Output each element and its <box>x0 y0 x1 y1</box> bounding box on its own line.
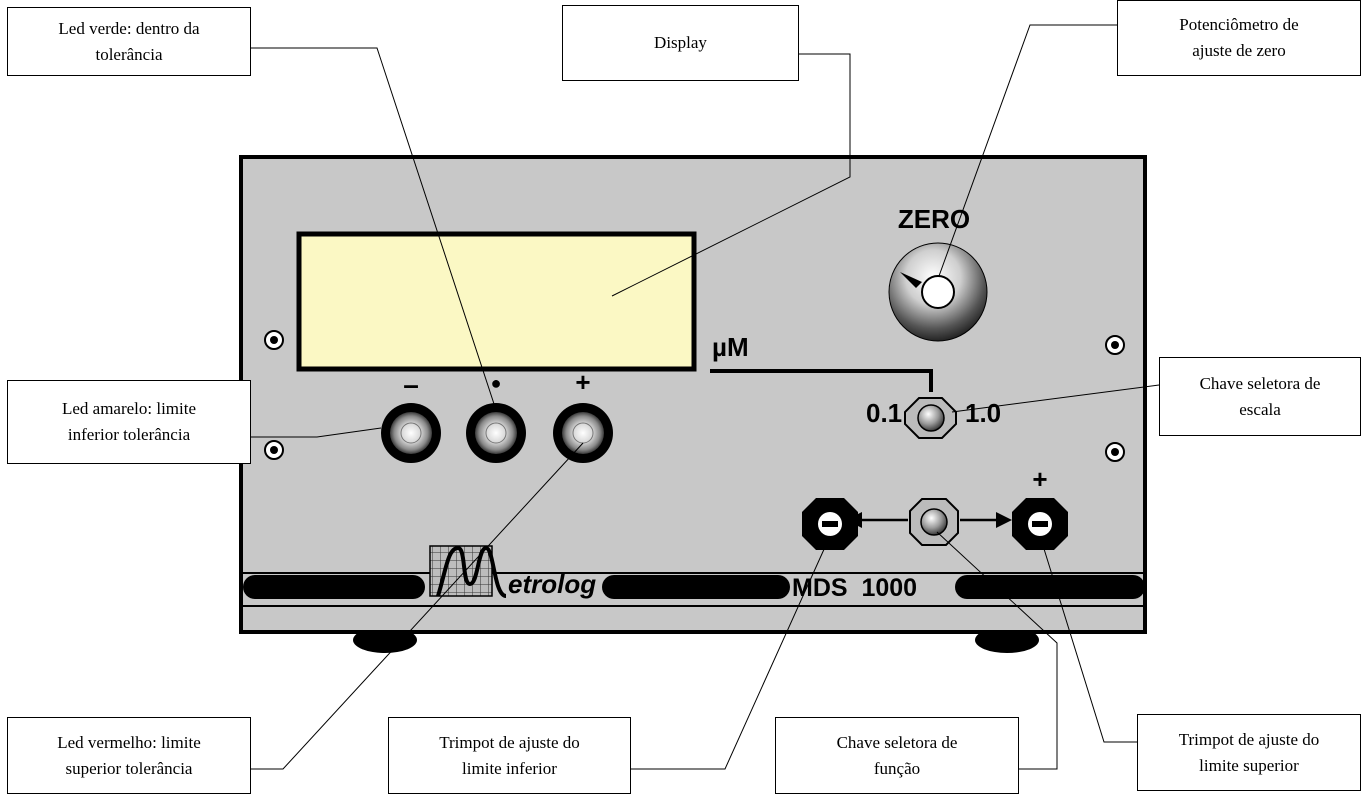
function-toggle-switch[interactable] <box>910 499 958 545</box>
callout-scale-switch: Chave seletora de escala <box>1159 357 1361 436</box>
trimpot-upper[interactable] <box>1012 498 1068 550</box>
screw-icon <box>1106 443 1124 461</box>
screw-icon <box>265 331 283 349</box>
led-minus-label: – <box>403 369 419 400</box>
callout-display: Display <box>562 5 799 81</box>
display-screen <box>299 234 694 369</box>
led-yellow <box>381 403 441 463</box>
brand-name: etrolog <box>508 569 596 599</box>
callout-led-red: Led vermelho: limite superior tolerância <box>7 717 251 794</box>
led-dot-label: ● <box>491 373 502 393</box>
screw-icon <box>1106 336 1124 354</box>
stripe-band-left <box>243 575 425 599</box>
callout-trimpot-lower: Trimpot de ajuste do limite inferior <box>388 717 631 794</box>
trim-plus-label: + <box>1032 464 1047 494</box>
stripe-band-mid <box>602 575 790 599</box>
callout-led-green: Led verde: dentro da tolerância <box>7 7 251 76</box>
led-red <box>553 403 613 463</box>
scale-high-label: 1.0 <box>965 398 1001 428</box>
scale-low-label: 0.1 <box>866 398 902 428</box>
led-plus-label: + <box>575 367 590 397</box>
screw-icon <box>265 441 283 459</box>
unit-label: µM <box>712 332 749 362</box>
callout-function-switch: Chave seletora de função <box>775 717 1019 794</box>
trimpot-lower[interactable] <box>802 498 858 550</box>
zero-knob[interactable] <box>889 243 987 341</box>
scale-toggle-switch[interactable] <box>905 398 956 438</box>
led-green <box>466 403 526 463</box>
callout-trimpot-upper: Trimpot de ajuste do limite superior <box>1137 714 1361 791</box>
front-panel <box>241 157 1145 632</box>
stripe-band-right <box>955 575 1145 599</box>
callout-zero-pot: Potenciômetro de ajuste de zero <box>1117 0 1361 76</box>
callout-led-yellow: Led amarelo: limite inferior tolerância <box>7 380 251 464</box>
